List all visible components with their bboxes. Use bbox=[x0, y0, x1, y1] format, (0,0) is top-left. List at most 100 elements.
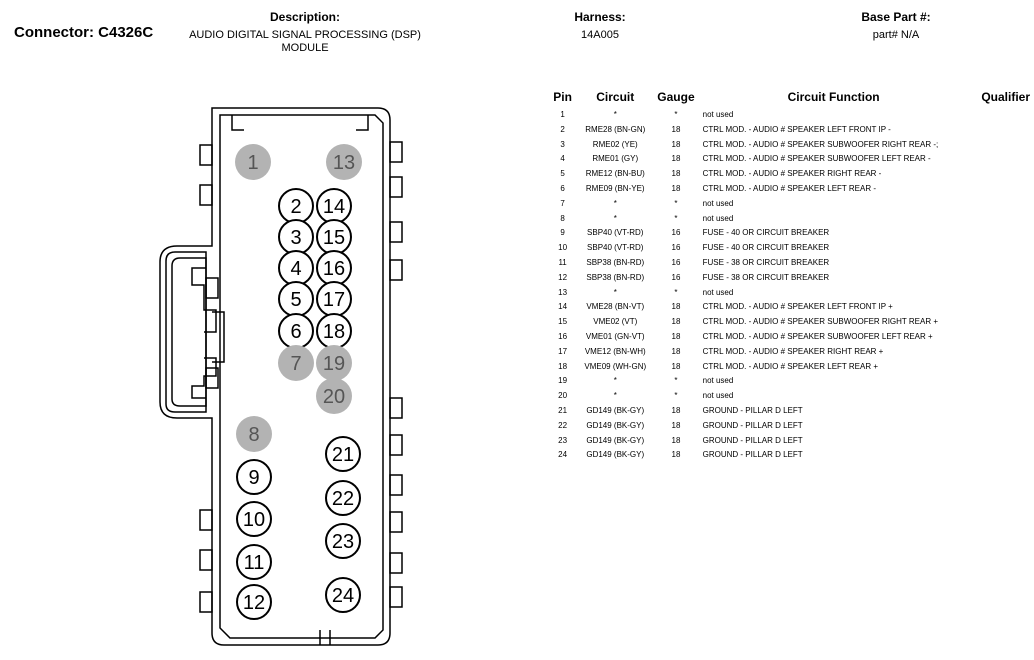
cell-qualifier bbox=[969, 389, 1034, 404]
cell-qualifier bbox=[969, 345, 1034, 360]
cell-pin: 5 bbox=[560, 169, 565, 179]
cell-qualifier bbox=[969, 197, 1034, 212]
harness-label: Harness: bbox=[574, 10, 626, 24]
pin-circle bbox=[316, 345, 352, 381]
cell-function: CTRL MOD. - AUDIO # SPEAKER LEFT REAR - bbox=[702, 183, 877, 193]
cell-circuit: VME02 (VT) bbox=[593, 317, 638, 327]
pin-number-label: 3 bbox=[290, 227, 301, 249]
cell-function: CTRL MOD. - AUDIO # SPEAKER SUBWOOFER RI… bbox=[702, 317, 939, 327]
pin-circle bbox=[278, 345, 314, 381]
cell-pin: 8 bbox=[560, 213, 565, 223]
connector-pin-19: 19 bbox=[316, 345, 352, 381]
cell-qualifier bbox=[969, 374, 1034, 389]
cell-gauge: * bbox=[674, 198, 678, 208]
cell-pin: 11 bbox=[558, 257, 567, 267]
cell-pin: 17 bbox=[558, 346, 568, 356]
cell-pin: 16 bbox=[558, 331, 568, 341]
cell-function: CTRL MOD. - AUDIO # SPEAKER RIGHT REAR + bbox=[702, 346, 884, 356]
connector-pin-6: 6 bbox=[278, 313, 314, 349]
table-row: 1**not used bbox=[548, 108, 1034, 123]
connector-pin-20: 20 bbox=[316, 378, 352, 414]
pin-circle bbox=[236, 416, 272, 452]
connector-pin-14: 14 bbox=[316, 188, 352, 224]
pin-number-label: 20 bbox=[323, 386, 345, 408]
cell-pin: 12 bbox=[558, 272, 568, 282]
cell-function: CTRL MOD. - AUDIO # SPEAKER LEFT REAR + bbox=[702, 361, 879, 371]
connector-pin-17: 17 bbox=[316, 281, 352, 317]
cell-pin: 9 bbox=[560, 228, 565, 238]
description-value: AUDIO DIGITAL SIGNAL PROCESSING (DSP)MOD… bbox=[189, 29, 421, 54]
cell-qualifier bbox=[969, 434, 1034, 449]
cell-circuit: RME09 (BN-YE) bbox=[585, 183, 645, 193]
cell-circuit: * bbox=[613, 391, 617, 401]
cell-function: CTRL MOD. - AUDIO # SPEAKER LEFT FRONT I… bbox=[702, 302, 893, 312]
connector-pin-1: 1 bbox=[235, 144, 271, 180]
cell-function: FUSE - 40 OR CIRCUIT BREAKER bbox=[702, 243, 830, 253]
cell-circuit: GD149 (BK-GY) bbox=[586, 405, 645, 415]
pin-circle bbox=[236, 544, 272, 580]
cell-qualifier bbox=[969, 241, 1034, 256]
connector-pin-11: 11 bbox=[236, 544, 272, 580]
connector-pin-8: 8 bbox=[236, 416, 272, 452]
cell-function: not used bbox=[702, 376, 734, 386]
cell-qualifier bbox=[969, 419, 1034, 434]
pin-number-label: 16 bbox=[323, 258, 345, 280]
cell-circuit: VME09 (WH-GN) bbox=[584, 361, 647, 371]
cell-circuit: VME28 (BN-VT) bbox=[586, 302, 645, 312]
cell-gauge: 16 bbox=[671, 228, 681, 238]
cell-function: not used bbox=[702, 213, 734, 223]
cell-gauge: 18 bbox=[671, 361, 681, 371]
cell-qualifier bbox=[969, 152, 1034, 167]
cell-qualifier bbox=[969, 330, 1034, 345]
cell-gauge: 16 bbox=[671, 243, 681, 253]
cell-circuit: RME28 (BN-GN) bbox=[585, 124, 646, 134]
pin-number-label: 2 bbox=[290, 196, 301, 218]
connector-pin-15: 15 bbox=[316, 219, 352, 255]
base-part-value: part# N/A bbox=[872, 29, 920, 41]
pin-number-label: 6 bbox=[290, 321, 301, 343]
cell-circuit: GD149 (BK-GY) bbox=[586, 435, 645, 445]
pinout-table: Pin Circuit Gauge Circuit Function Quali… bbox=[548, 90, 1034, 463]
cell-qualifier bbox=[969, 404, 1034, 419]
pin-circle bbox=[325, 436, 361, 472]
cell-pin: 18 bbox=[558, 361, 568, 371]
cell-gauge: 18 bbox=[671, 450, 681, 460]
cell-gauge: * bbox=[674, 391, 678, 401]
pin-number-label: 7 bbox=[290, 353, 301, 375]
table-row: 18 VME09 (WH-GN) 18 CTRL MOD. - AUDIO # SPE… bbox=[548, 360, 1034, 375]
pin-number-label: 12 bbox=[243, 592, 265, 614]
cell-circuit: * bbox=[613, 110, 617, 119]
cell-circuit: * bbox=[613, 376, 617, 386]
cell-circuit: SBP38 (BN-RD) bbox=[586, 272, 645, 282]
cell-pin: 22 bbox=[558, 420, 568, 430]
connector-pin-21: 21 bbox=[325, 436, 361, 472]
pin-number-label: 18 bbox=[323, 321, 345, 343]
cell-circuit: SBP38 (BN-RD) bbox=[586, 257, 645, 267]
cell-function: GROUND - PILLAR D LEFT bbox=[702, 420, 803, 430]
pin-number-label: 5 bbox=[290, 289, 301, 311]
cell-qualifier bbox=[969, 226, 1034, 241]
cell-pin: 3 bbox=[560, 139, 565, 149]
cell-qualifier bbox=[969, 300, 1034, 315]
cell-circuit: * bbox=[613, 213, 617, 223]
cell-gauge: 18 bbox=[671, 435, 681, 445]
cell-qualifier bbox=[969, 256, 1034, 271]
cell-qualifier bbox=[969, 108, 1034, 123]
cell-gauge: 18 bbox=[671, 331, 681, 341]
connector-pin-3: 3 bbox=[278, 219, 314, 255]
cell-qualifier bbox=[969, 167, 1034, 182]
cell-function: not used bbox=[702, 110, 734, 119]
table-row: 8**not used bbox=[548, 212, 1034, 227]
connector-pin-4: 4 bbox=[278, 250, 314, 286]
pin-number-label: 23 bbox=[332, 531, 354, 553]
connector-pin-5: 5 bbox=[278, 281, 314, 317]
cell-pin: 23 bbox=[558, 435, 568, 445]
